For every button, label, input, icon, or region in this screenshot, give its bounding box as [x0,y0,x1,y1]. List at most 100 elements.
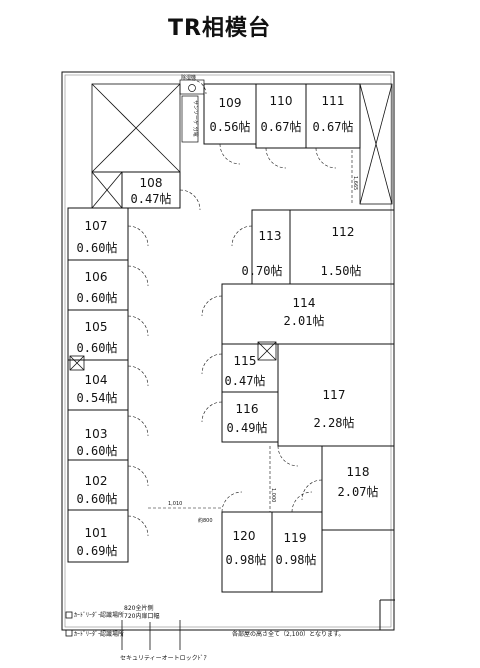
room-119-box [271,511,323,593]
room-118-size: 2.07帖 [338,484,379,499]
door-115 [201,353,223,375]
room-104-number: 104 [85,373,108,387]
room-118-box [321,445,395,531]
room-111-box [305,83,361,149]
door-104 [127,365,149,387]
room-101-number: 101 [85,526,108,540]
dehumidifier-label: 除湿機 [181,74,196,81]
door-111 [315,147,337,169]
room-113-number: 113 [259,229,282,243]
room-109-size: 0.56帖 [210,119,251,134]
room-112-number: 112 [332,225,355,239]
dehumidifier-symbol [188,84,196,92]
sunboard-label: サンソーゲ 分電 [192,100,199,137]
room-110-number: 110 [270,94,293,108]
auth-place-2-label: 認識場所 [100,630,124,638]
dim-1000-label: 1,000 [270,488,276,502]
door-120 [221,491,243,513]
shaft-tiny-x2 [257,341,277,361]
room-102-size: 0.60帖 [77,491,118,506]
building-inner-line [64,74,392,628]
room-114-number: 114 [293,296,316,310]
room-108-number: 108 [140,176,163,190]
dim-1010-label: 1,010 [168,501,182,507]
room-106-size: 0.60帖 [77,290,118,305]
room-101-box [67,509,129,563]
door-119 [291,491,313,513]
room-115-number: 115 [234,354,257,368]
room-111-number: 111 [322,94,345,108]
room-102-number: 102 [85,474,108,488]
door-swings [127,79,353,537]
door-114 [201,295,223,317]
room-103-size: 0.60帖 [77,443,118,458]
door-109 [219,143,241,165]
room-110-size: 0.67帖 [261,119,302,134]
door-107 [127,225,149,247]
shaft-right-x2 [359,83,393,205]
room-101-size: 0.69帖 [77,543,118,558]
card-reader-2-box [65,629,73,637]
door-note-2: 720内扉口幅 [124,612,159,620]
room-120-size: 0.98帖 [226,552,267,567]
door-116 [201,401,223,423]
room-labels: 109 0.56帖 110 0.67帖 111 0.67帖 108 0.47帖 … [77,94,379,567]
door-106 [127,265,149,287]
room-117-size: 2.28帖 [314,415,355,430]
door-equipment [191,79,207,95]
room-116-number: 116 [236,402,259,416]
shaft-left-tiny-x2 [69,355,85,371]
sunboard-box [181,95,199,143]
door-117 [277,445,299,467]
door-105 [127,315,149,337]
ceiling-note: 各部屋の高さ全て（2,100）となります。 [232,630,344,638]
equipment [179,79,205,143]
door-113 [231,225,253,247]
security-lock-label: セキュリティーオートロックﾄﾞｱ [120,655,207,662]
room-108-size: 0.47帖 [131,191,172,206]
annotations: 1,010 約800 1,000 1,665 ｶｰﾄﾞﾘｰﾀﾞｰ 認識場所 ｶｰ… [74,176,358,662]
shaft-tiny [257,341,277,361]
room-119-number: 119 [284,531,307,545]
room-114-size: 2.01帖 [284,313,325,328]
page-title: TR相模台 [168,16,271,41]
room-107-size: 0.60帖 [77,240,118,255]
card-reader-2-label: ｶｰﾄﾞﾘｰﾀﾞｰ [74,631,101,638]
room-111-size: 0.67帖 [313,119,354,134]
dehumidifier-box [179,79,205,95]
room-105-number: 105 [85,320,108,334]
room-107-number: 107 [85,219,108,233]
room-120-number: 120 [233,529,256,543]
shaft-left-tiny [69,355,85,371]
dim-800-label: 約800 [198,517,213,524]
room-109-box [203,83,257,145]
room-109-number: 109 [219,96,242,110]
door-note-1: 820全片側 [124,604,153,612]
door-118 [301,479,323,501]
room-103-number: 103 [85,427,108,441]
room-117-number: 117 [323,388,346,402]
room-104-size: 0.54帖 [77,390,118,405]
room-119-size: 0.98帖 [276,552,317,567]
dim-1665-label: 1,665 [352,176,358,190]
card-reader-1-box [65,611,73,619]
room-walls [67,83,395,593]
room-118-number: 118 [347,465,370,479]
room-116-size: 0.49帖 [227,420,268,435]
auth-place-1-label: 認識場所 [100,611,124,619]
door-101 [127,515,149,537]
room-120-box [221,511,273,593]
door-110 [265,147,287,169]
room-106-number: 106 [85,270,108,284]
room-113-size: 0.70帖 [242,263,283,278]
entrance [65,611,181,650]
shaft-left-x2 [91,83,181,173]
door-108 [179,189,201,211]
room-112-size: 1.50帖 [321,263,362,278]
door-103 [127,415,149,437]
card-reader-1-label: ｶｰﾄﾞﾘｰﾀﾞｰ [74,612,101,619]
door-102 [127,465,149,487]
room-115-size: 0.47帖 [225,373,266,388]
shaft-small-x2 [91,171,123,209]
